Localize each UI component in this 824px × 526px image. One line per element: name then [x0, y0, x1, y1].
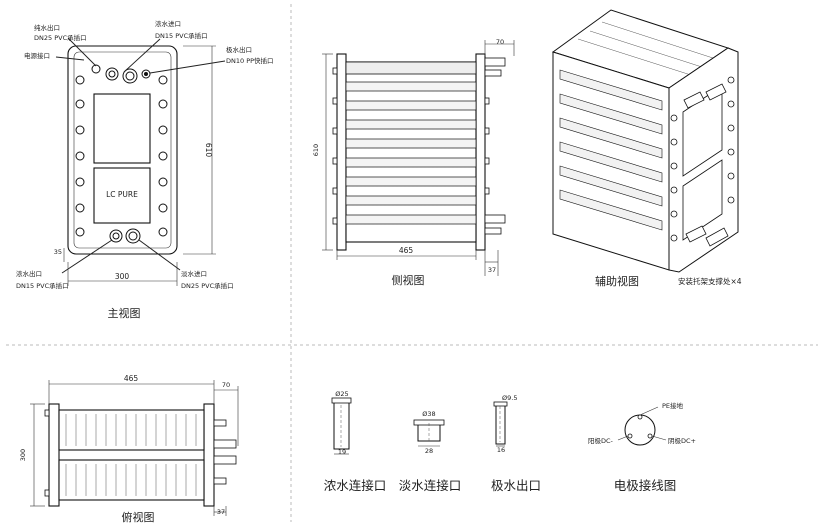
side-pipes: [484, 57, 506, 235]
side-view: 70 610 465 37 侧视图: [312, 38, 515, 287]
conc-connector-caption: 浓水连接口: [324, 478, 387, 493]
front-view: LC PURE: [16, 19, 274, 320]
front-ports-bottom: [109, 228, 141, 244]
aux-view-note: 安装托架支撑处×4: [678, 276, 742, 286]
label-pure-outlet-spec: DN25 PVC承插口: [34, 33, 87, 42]
side-dim-bottom: 37: [488, 266, 496, 274]
plug-anode-label: 阳极DC-: [588, 436, 614, 445]
top-dim-width: 465: [124, 374, 139, 383]
front-window-upper: [93, 93, 151, 164]
side-top-rail: [345, 61, 477, 75]
label-conc-inlet-spec: DN15 PVC承插口: [155, 31, 208, 40]
top-end-plate-left: [48, 403, 60, 507]
dilute-connector-caption: 淡水连接口: [399, 478, 462, 493]
front-dim-width: 300: [115, 272, 130, 281]
side-dim-width: 465: [399, 246, 414, 255]
side-end-plate-right: [475, 53, 486, 251]
label-conc-outlet-spec: DN15 PVC承插口: [16, 281, 69, 290]
front-brand-plate: [93, 167, 151, 224]
top-pipes: [44, 409, 237, 497]
label-electrode-outlet: 极水出口: [226, 45, 252, 54]
side-layers: [345, 81, 477, 225]
electrode-connector-caption: 极水出口: [491, 478, 541, 493]
side-dim-top: 70: [496, 38, 504, 46]
front-dimensions: [63, 45, 216, 286]
connector-conc: Ø25 19 浓水连接口: [324, 390, 387, 493]
front-dim-height: 610: [204, 143, 213, 158]
dilute-dim-bottom: 28: [425, 447, 433, 455]
label-dilute-inlet: 淡水进口: [181, 269, 207, 278]
aux-pipes: [683, 83, 729, 247]
electrode-plug: PE接地 阳极DC- 阴极DC+ 电极接线图: [588, 401, 696, 493]
front-bolts: [75, 75, 168, 237]
top-module-upper: [58, 409, 205, 451]
label-conc-outlet: 浓水出口: [16, 269, 42, 278]
plug-cathode-label: 阴极DC+: [668, 436, 696, 445]
aux-left-layers: [559, 69, 663, 231]
side-dimensions: [322, 40, 515, 276]
label-conc-inlet: 浓水进口: [155, 19, 181, 28]
connector-dilute: Ø38 28 淡水连接口: [399, 410, 462, 493]
label-electrode-outlet-spec: DN10 PP快插口: [226, 56, 274, 65]
label-power-connector: 电源接口: [24, 51, 50, 60]
top-fins: [65, 414, 197, 496]
front-view-caption: 主视图: [108, 306, 141, 320]
aux-window-lower: [682, 159, 723, 241]
side-view-caption: 侧视图: [392, 273, 425, 287]
front-frame-inner: [73, 51, 172, 249]
top-view: 465 70 300 37 俯视图: [19, 374, 239, 524]
label-dilute-inlet-spec: DN25 PVC承插口: [181, 281, 234, 290]
front-dim-bottom: 35: [54, 248, 62, 256]
top-view-caption: 俯视图: [122, 510, 155, 524]
aux-bolts: [670, 76, 735, 242]
conc-dim-bottom: 19: [338, 448, 346, 456]
connector-electrode: Ø9.5 16 极水出口: [491, 394, 541, 493]
dilute-dim-top: Ø38: [422, 410, 435, 418]
plug-caption: 电极接线图: [614, 478, 677, 493]
electrode-dim-bottom: 16: [497, 446, 505, 454]
front-ports-top: [91, 64, 151, 84]
top-dim-right: 70: [222, 381, 230, 389]
top-dimensions: [30, 380, 239, 516]
side-nuts: [332, 67, 490, 225]
aux-view-caption: 辅助视图: [595, 274, 639, 288]
electrode-dim-top: Ø9.5: [502, 394, 517, 402]
side-body: [345, 61, 477, 243]
top-end-plate-right: [203, 403, 215, 507]
side-dim-height: 610: [312, 144, 320, 156]
brand-text: LC PURE: [106, 190, 138, 199]
aux-top-fins: [577, 21, 717, 77]
side-end-plate-left: [336, 53, 347, 251]
aux-view: 辅助视图 安装托架支撑处×4: [551, 9, 742, 288]
top-module-lower: [58, 459, 205, 501]
top-dim-bottom: 37: [217, 508, 225, 516]
conc-dim-top: Ø25: [335, 390, 348, 398]
top-dim-height: 300: [19, 449, 27, 461]
plug-pe-label: PE接地: [662, 401, 684, 410]
label-pure-outlet: 纯水出口: [34, 23, 60, 32]
front-leaders: [55, 37, 226, 274]
view-separators: [6, 4, 818, 522]
